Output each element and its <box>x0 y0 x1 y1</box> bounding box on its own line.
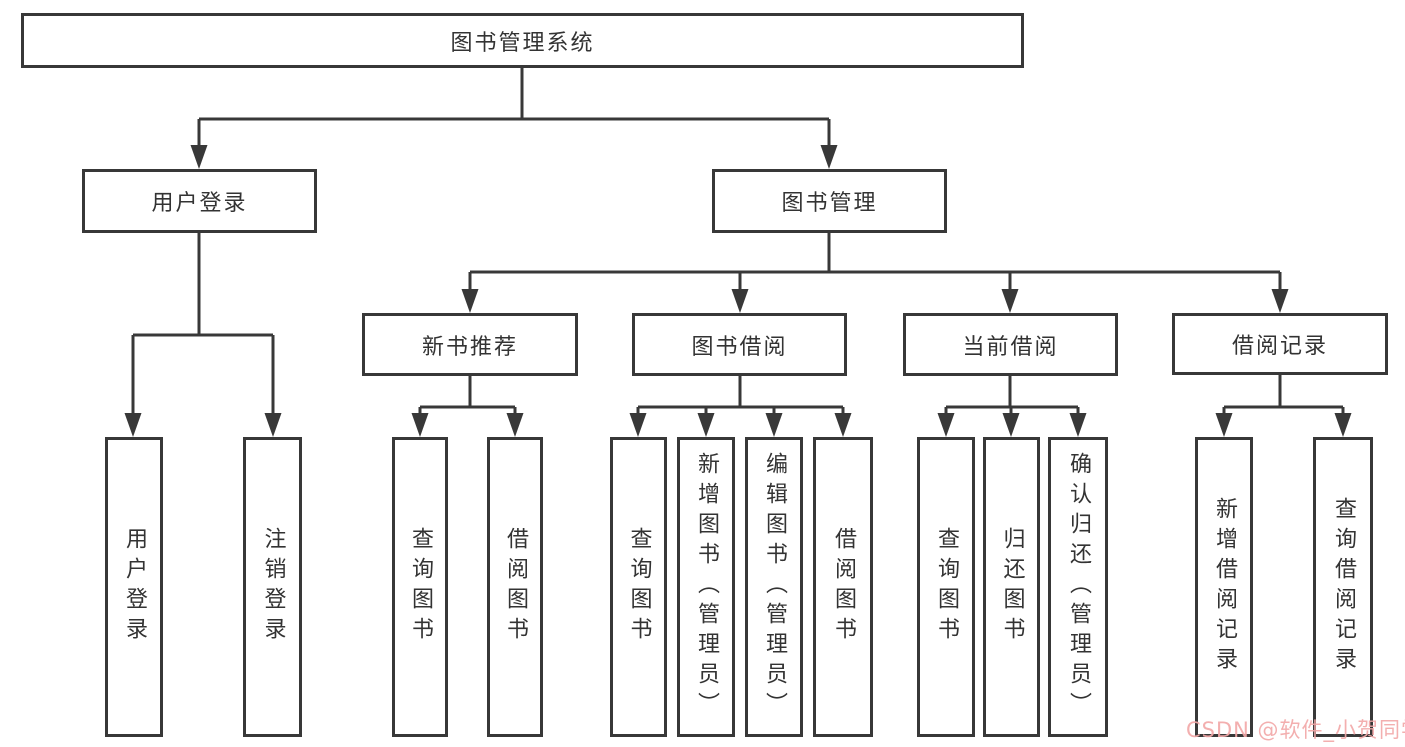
leaf-add-book-admin: 新增图书（管理员） <box>677 437 735 737</box>
node-current-borrowing: 当前借阅 <box>903 313 1118 376</box>
leaf-logout: 注销登录 <box>243 437 302 737</box>
node-library-management-system: 图书管理系统 <box>21 13 1024 68</box>
leaf-edit-book-admin: 编辑图书（管理员） <box>745 437 803 737</box>
leaf-borrow-books-recommend: 借阅图书 <box>487 437 543 737</box>
leaf-confirm-return-admin: 确认归还（管理员） <box>1048 437 1108 737</box>
node-book-management: 图书管理 <box>712 169 947 233</box>
leaf-query-borrow-record: 查询借阅记录 <box>1313 437 1373 737</box>
node-borrowing-records: 借阅记录 <box>1172 313 1388 375</box>
leaf-user-login: 用户登录 <box>105 437 163 737</box>
leaf-query-books-recommend: 查询图书 <box>392 437 448 737</box>
node-book-borrowing: 图书借阅 <box>632 313 847 376</box>
leaf-query-books-current: 查询图书 <box>917 437 975 737</box>
leaf-borrow-books-borrowing: 借阅图书 <box>813 437 873 737</box>
node-new-book-recommendation: 新书推荐 <box>362 313 578 376</box>
csdn-watermark: CSDN @软件_小贺同学 <box>1186 718 1405 742</box>
leaf-query-books-borrowing: 查询图书 <box>610 437 667 737</box>
leaf-return-books: 归还图书 <box>983 437 1040 737</box>
leaf-add-borrow-record: 新增借阅记录 <box>1195 437 1253 737</box>
arrowheads <box>124 145 1352 437</box>
node-user-login: 用户登录 <box>82 169 317 233</box>
